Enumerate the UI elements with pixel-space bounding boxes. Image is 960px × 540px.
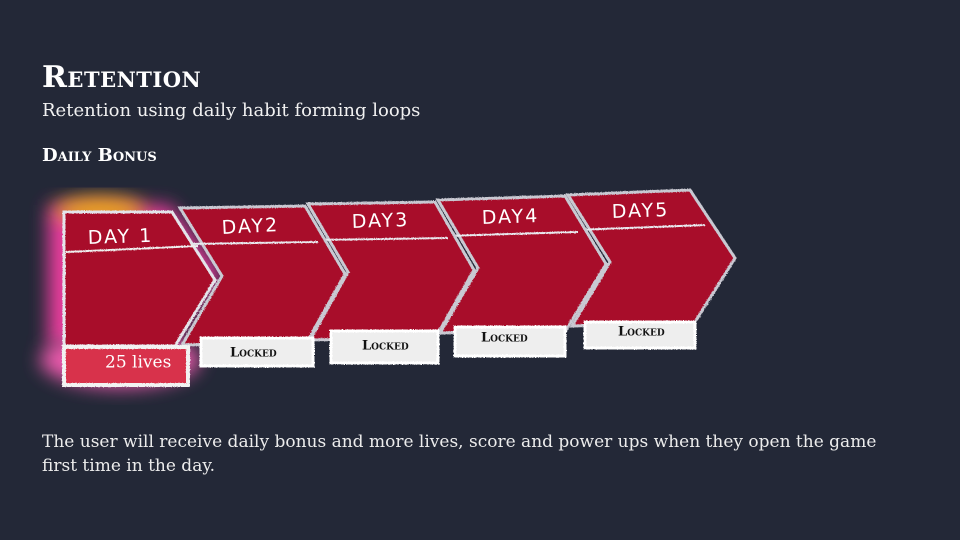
day1-reward-bar: 25 lives bbox=[62, 345, 190, 387]
day4-reward-text: Locked bbox=[481, 331, 528, 346]
slide-title: Retention bbox=[42, 60, 202, 95]
chevron-day3 bbox=[305, 200, 476, 342]
chevron-day1 bbox=[62, 210, 217, 348]
day1-reward-text: 25 lives bbox=[105, 353, 171, 373]
day4-reward-bar: Locked bbox=[453, 325, 567, 358]
day3-label: DAY3 bbox=[351, 209, 409, 233]
slide-description: The user will receive daily bonus and mo… bbox=[42, 432, 877, 476]
day5-reward-bar: Locked bbox=[583, 320, 697, 350]
day4-label: DAY4 bbox=[481, 205, 539, 229]
section-heading: Daily Bonus bbox=[42, 145, 157, 166]
day5-reward-text: Locked bbox=[618, 325, 665, 340]
day3-reward-bar: Locked bbox=[329, 329, 440, 365]
day2-reward-bar: Locked bbox=[199, 336, 315, 368]
day2-reward-text: Locked bbox=[230, 346, 277, 361]
slide-subtitle: Retention using daily habit forming loop… bbox=[42, 100, 421, 121]
day3-reward-text: Locked bbox=[362, 339, 409, 354]
day5-label: DAY5 bbox=[611, 199, 669, 223]
day1-label: DAY 1 bbox=[87, 225, 153, 249]
day2-label: DAY2 bbox=[221, 214, 280, 239]
